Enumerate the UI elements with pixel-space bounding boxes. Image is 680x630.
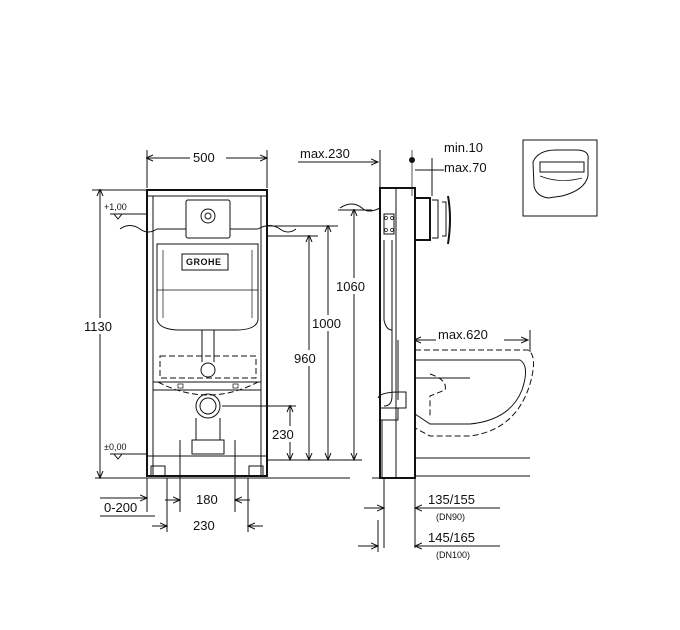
dim-145-165: 145/165	[428, 530, 475, 545]
dim-135-155: 135/155	[428, 492, 475, 507]
side-view: max.230 min.10 max.70 max.620 135/155 (D…	[298, 140, 534, 560]
dim-1000: 1000	[312, 316, 341, 331]
label-dn100: (DN100)	[436, 550, 470, 560]
dim-960: 960	[294, 351, 316, 366]
dim-max620: max.620	[438, 327, 488, 342]
dim-max70: max.70	[444, 160, 487, 175]
level-zero-label: ±0,00	[104, 442, 126, 452]
dim-1130: 1130	[84, 319, 112, 334]
dim-230-bottom: 230	[193, 518, 215, 533]
brand-logo-text: GROHE	[186, 257, 222, 267]
dim-180: 180	[196, 492, 218, 507]
label-dn90: (DN90)	[436, 512, 465, 522]
toilet-thumbnail	[522, 139, 598, 217]
dim-0-200: 0-200	[104, 500, 137, 515]
vertical-dimensions: 1060 1000 960 230	[222, 210, 374, 460]
front-view: GROHE +1,00 ±0,00 500	[80, 150, 350, 533]
dim-500: 500	[193, 150, 215, 165]
dim-max230: max.230	[300, 146, 350, 161]
dim-1060: 1060	[336, 279, 365, 294]
dim-230-height: 230	[272, 427, 294, 442]
dim-min10: min.10	[444, 140, 483, 155]
level-top-label: +1,00	[104, 202, 127, 212]
